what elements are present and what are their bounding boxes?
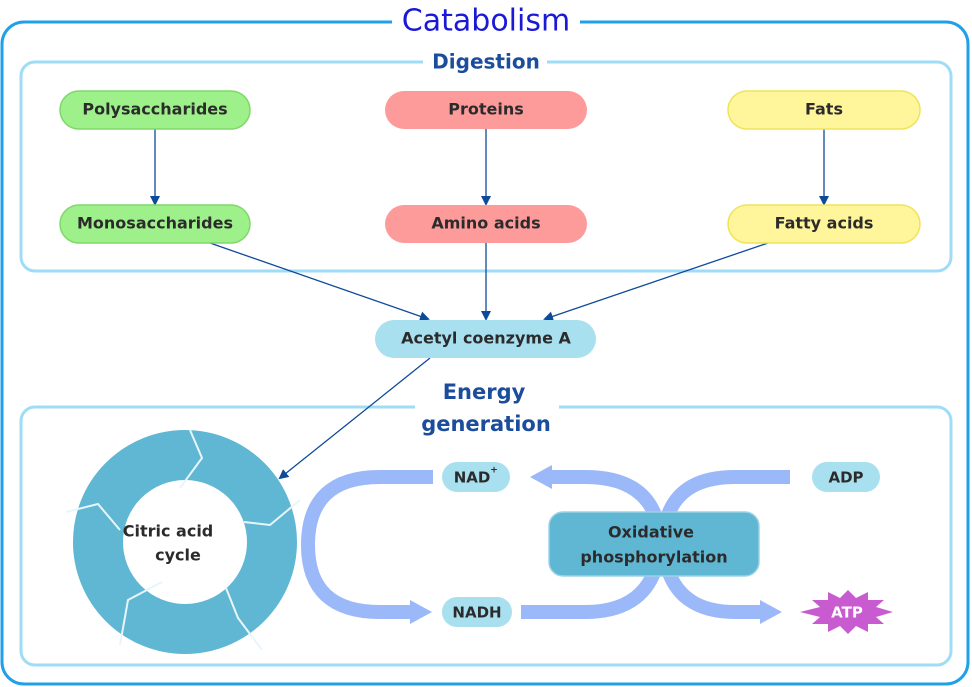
- connector-acetyl-citric: [278, 357, 431, 480]
- connectors: [150, 129, 829, 480]
- nad-plus-label: NAD: [454, 469, 491, 487]
- flow-nadh-to-oxphos: [521, 567, 662, 619]
- amino-acids-label: Amino acids: [431, 214, 540, 233]
- energy-title-line2: generation: [421, 412, 551, 436]
- proteins-label: Proteins: [448, 100, 524, 119]
- monosaccharides-label: Monosaccharides: [77, 214, 233, 233]
- connector-mono-acetyl: [209, 242, 430, 322]
- node-atp[interactable]: ATP: [800, 590, 893, 634]
- title-gap: [392, 10, 580, 34]
- node-fatty-acids[interactable]: Fatty acids: [727, 204, 921, 244]
- flow-nad-to-nadh: [300, 470, 433, 619]
- polysaccharides-label: Polysaccharides: [82, 100, 227, 119]
- oxphos-label-line1: Oxidative: [608, 523, 694, 542]
- atp-label: ATP: [831, 604, 863, 622]
- node-fats[interactable]: Fats: [727, 90, 921, 130]
- citric-label-line1: Citric acid: [123, 522, 214, 541]
- digestion-title-gap: [423, 50, 547, 74]
- node-acetyl-coa[interactable]: Acetyl coenzyme A: [375, 320, 596, 358]
- node-nadh[interactable]: NADH: [442, 597, 512, 627]
- flow-adp-to-oxphos: [661, 470, 790, 518]
- nad-plus-superscript: +: [490, 466, 498, 476]
- energy-title-gap: [415, 395, 559, 419]
- cycle-ring: [73, 430, 297, 654]
- citric-label-line2: cycle: [155, 546, 201, 565]
- node-adp[interactable]: ADP: [812, 462, 880, 492]
- nadh-label: NADH: [452, 604, 501, 622]
- energy-title-line1: Energy: [443, 380, 526, 404]
- node-polysaccharides[interactable]: Polysaccharides: [59, 90, 251, 130]
- flow-oxphos-to-nad: [548, 470, 662, 518]
- digestion-title: Digestion: [432, 50, 540, 74]
- node-amino-acids[interactable]: Amino acids: [385, 205, 587, 243]
- node-proteins[interactable]: Proteins: [385, 91, 587, 129]
- cycle-arrow-notches: [65, 429, 301, 651]
- flow-arrows: [300, 470, 790, 619]
- fats-label: Fats: [805, 100, 843, 119]
- connector-fatty-acetyl: [543, 242, 769, 322]
- adp-label: ADP: [828, 469, 863, 487]
- main-title: Catabolism: [402, 4, 570, 39]
- citric-acid-cycle[interactable]: Citric acid cycle: [65, 429, 301, 654]
- arrowhead-to-atp: [760, 600, 782, 624]
- arrowhead-to-nadh: [410, 600, 432, 624]
- flow-oxphos-to-atp: [661, 567, 762, 619]
- node-oxidative-phosphorylation[interactable]: Oxidative phosphorylation: [548, 511, 760, 577]
- node-monosaccharides[interactable]: Monosaccharides: [59, 204, 251, 244]
- acetyl-coa-label: Acetyl coenzyme A: [401, 329, 571, 348]
- oxphos-label-line2: phosphorylation: [580, 548, 727, 567]
- node-nad-plus[interactable]: NAD +: [442, 462, 510, 492]
- fatty-acids-label: Fatty acids: [775, 214, 874, 233]
- arrowhead-to-nad: [530, 465, 552, 489]
- atp-starburst: [800, 590, 893, 634]
